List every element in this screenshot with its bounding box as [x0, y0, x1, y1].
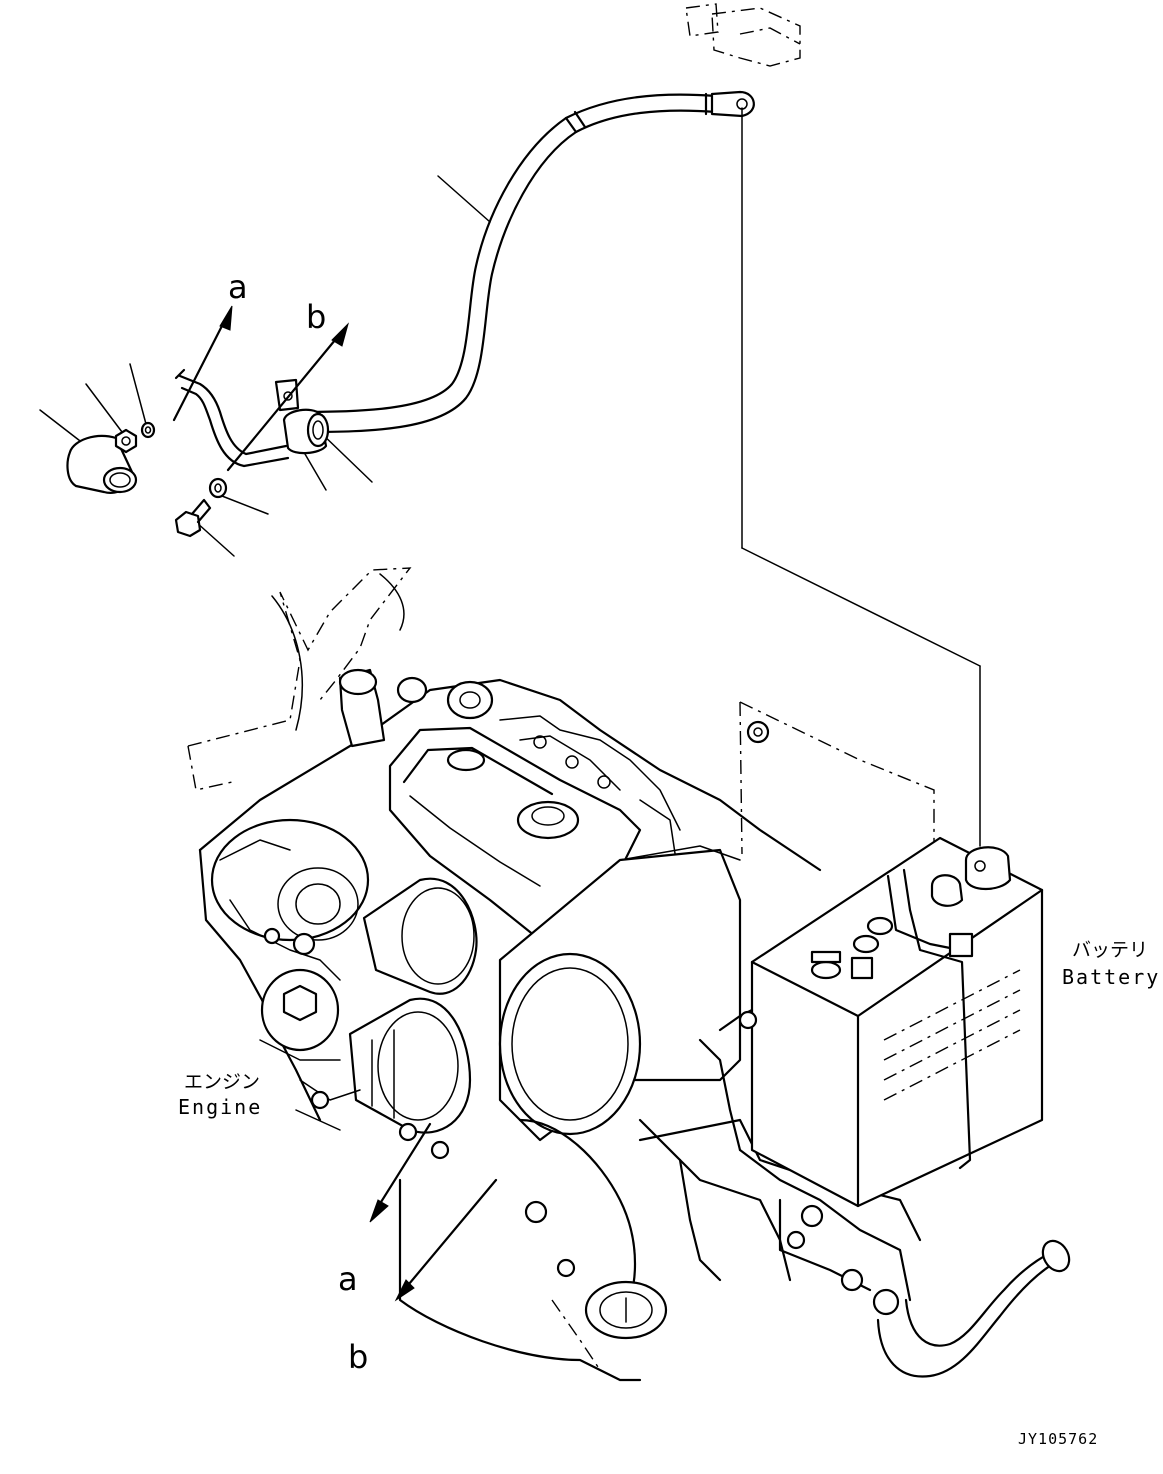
- drawing-id: JY105762: [1018, 1430, 1098, 1448]
- arrow-a-top-label: a: [228, 268, 248, 306]
- cable-connector: [685, 3, 801, 67]
- boot-cap: [66, 434, 138, 494]
- battery-label-marks: [883, 969, 1021, 1101]
- nut: [114, 428, 138, 454]
- engine-label-en: Engine: [178, 1095, 262, 1119]
- washer-2: [208, 477, 228, 499]
- arrow-b-top-label: b: [306, 298, 326, 336]
- battery-label-en: Battery: [1062, 965, 1160, 989]
- arrow-b-top: [226, 322, 349, 472]
- arrow-b-bottom-label: b: [348, 1338, 368, 1376]
- terminal-bracket: [174, 368, 290, 468]
- cable-clamp: [274, 378, 330, 455]
- exhaust-pipe: [876, 1239, 1071, 1378]
- washer-1: [140, 421, 156, 439]
- battery-label-jp: バッテリ: [1072, 939, 1148, 961]
- ground-cable: [298, 90, 755, 434]
- battery-bracket: [739, 701, 935, 862]
- arrow-a-bottom: [369, 1122, 432, 1223]
- arrow-b-bottom: [394, 1178, 498, 1302]
- arrow-a-top: [172, 305, 233, 422]
- battery: [698, 836, 1044, 1316]
- arrow-a-bottom-label: a: [338, 1260, 358, 1298]
- engine-fan: [187, 567, 412, 791]
- bolt: [174, 498, 212, 538]
- leader-lines: [39, 107, 981, 847]
- engine-label-jp: エンジン: [184, 1071, 260, 1093]
